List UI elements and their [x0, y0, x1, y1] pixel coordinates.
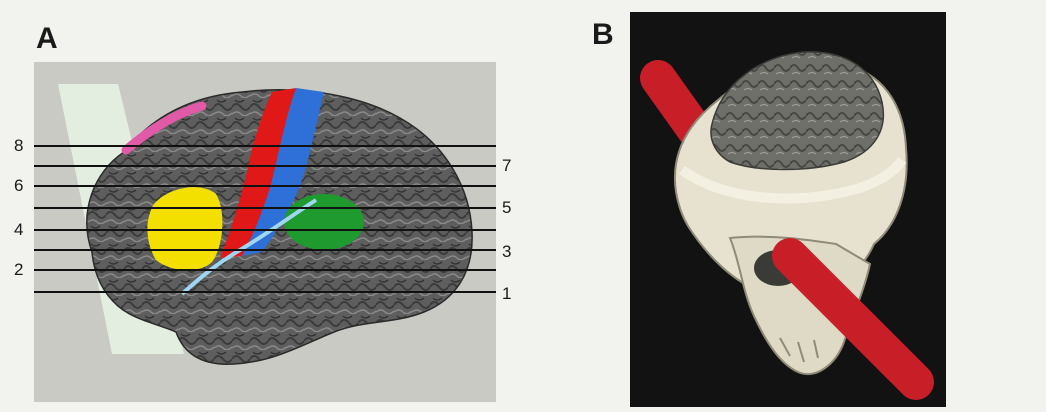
brain-lateral-view: [34, 62, 496, 402]
panel-a-label: A: [36, 22, 58, 56]
skull-with-rod: [630, 12, 946, 407]
green-region: [284, 194, 364, 250]
slice-number-8: 8: [14, 136, 23, 156]
slice-number-6: 6: [14, 176, 23, 196]
slice-number-3: 3: [502, 242, 511, 262]
slice-number-2: 2: [14, 260, 23, 280]
panel-b-label: B: [592, 18, 614, 52]
slice-number-1: 1: [502, 284, 511, 304]
slice-number-5: 5: [502, 198, 511, 218]
slice-number-7: 7: [502, 156, 511, 176]
orbit-rod-mark: [778, 252, 798, 272]
yellow-region: [147, 187, 222, 270]
slice-number-4: 4: [14, 220, 23, 240]
